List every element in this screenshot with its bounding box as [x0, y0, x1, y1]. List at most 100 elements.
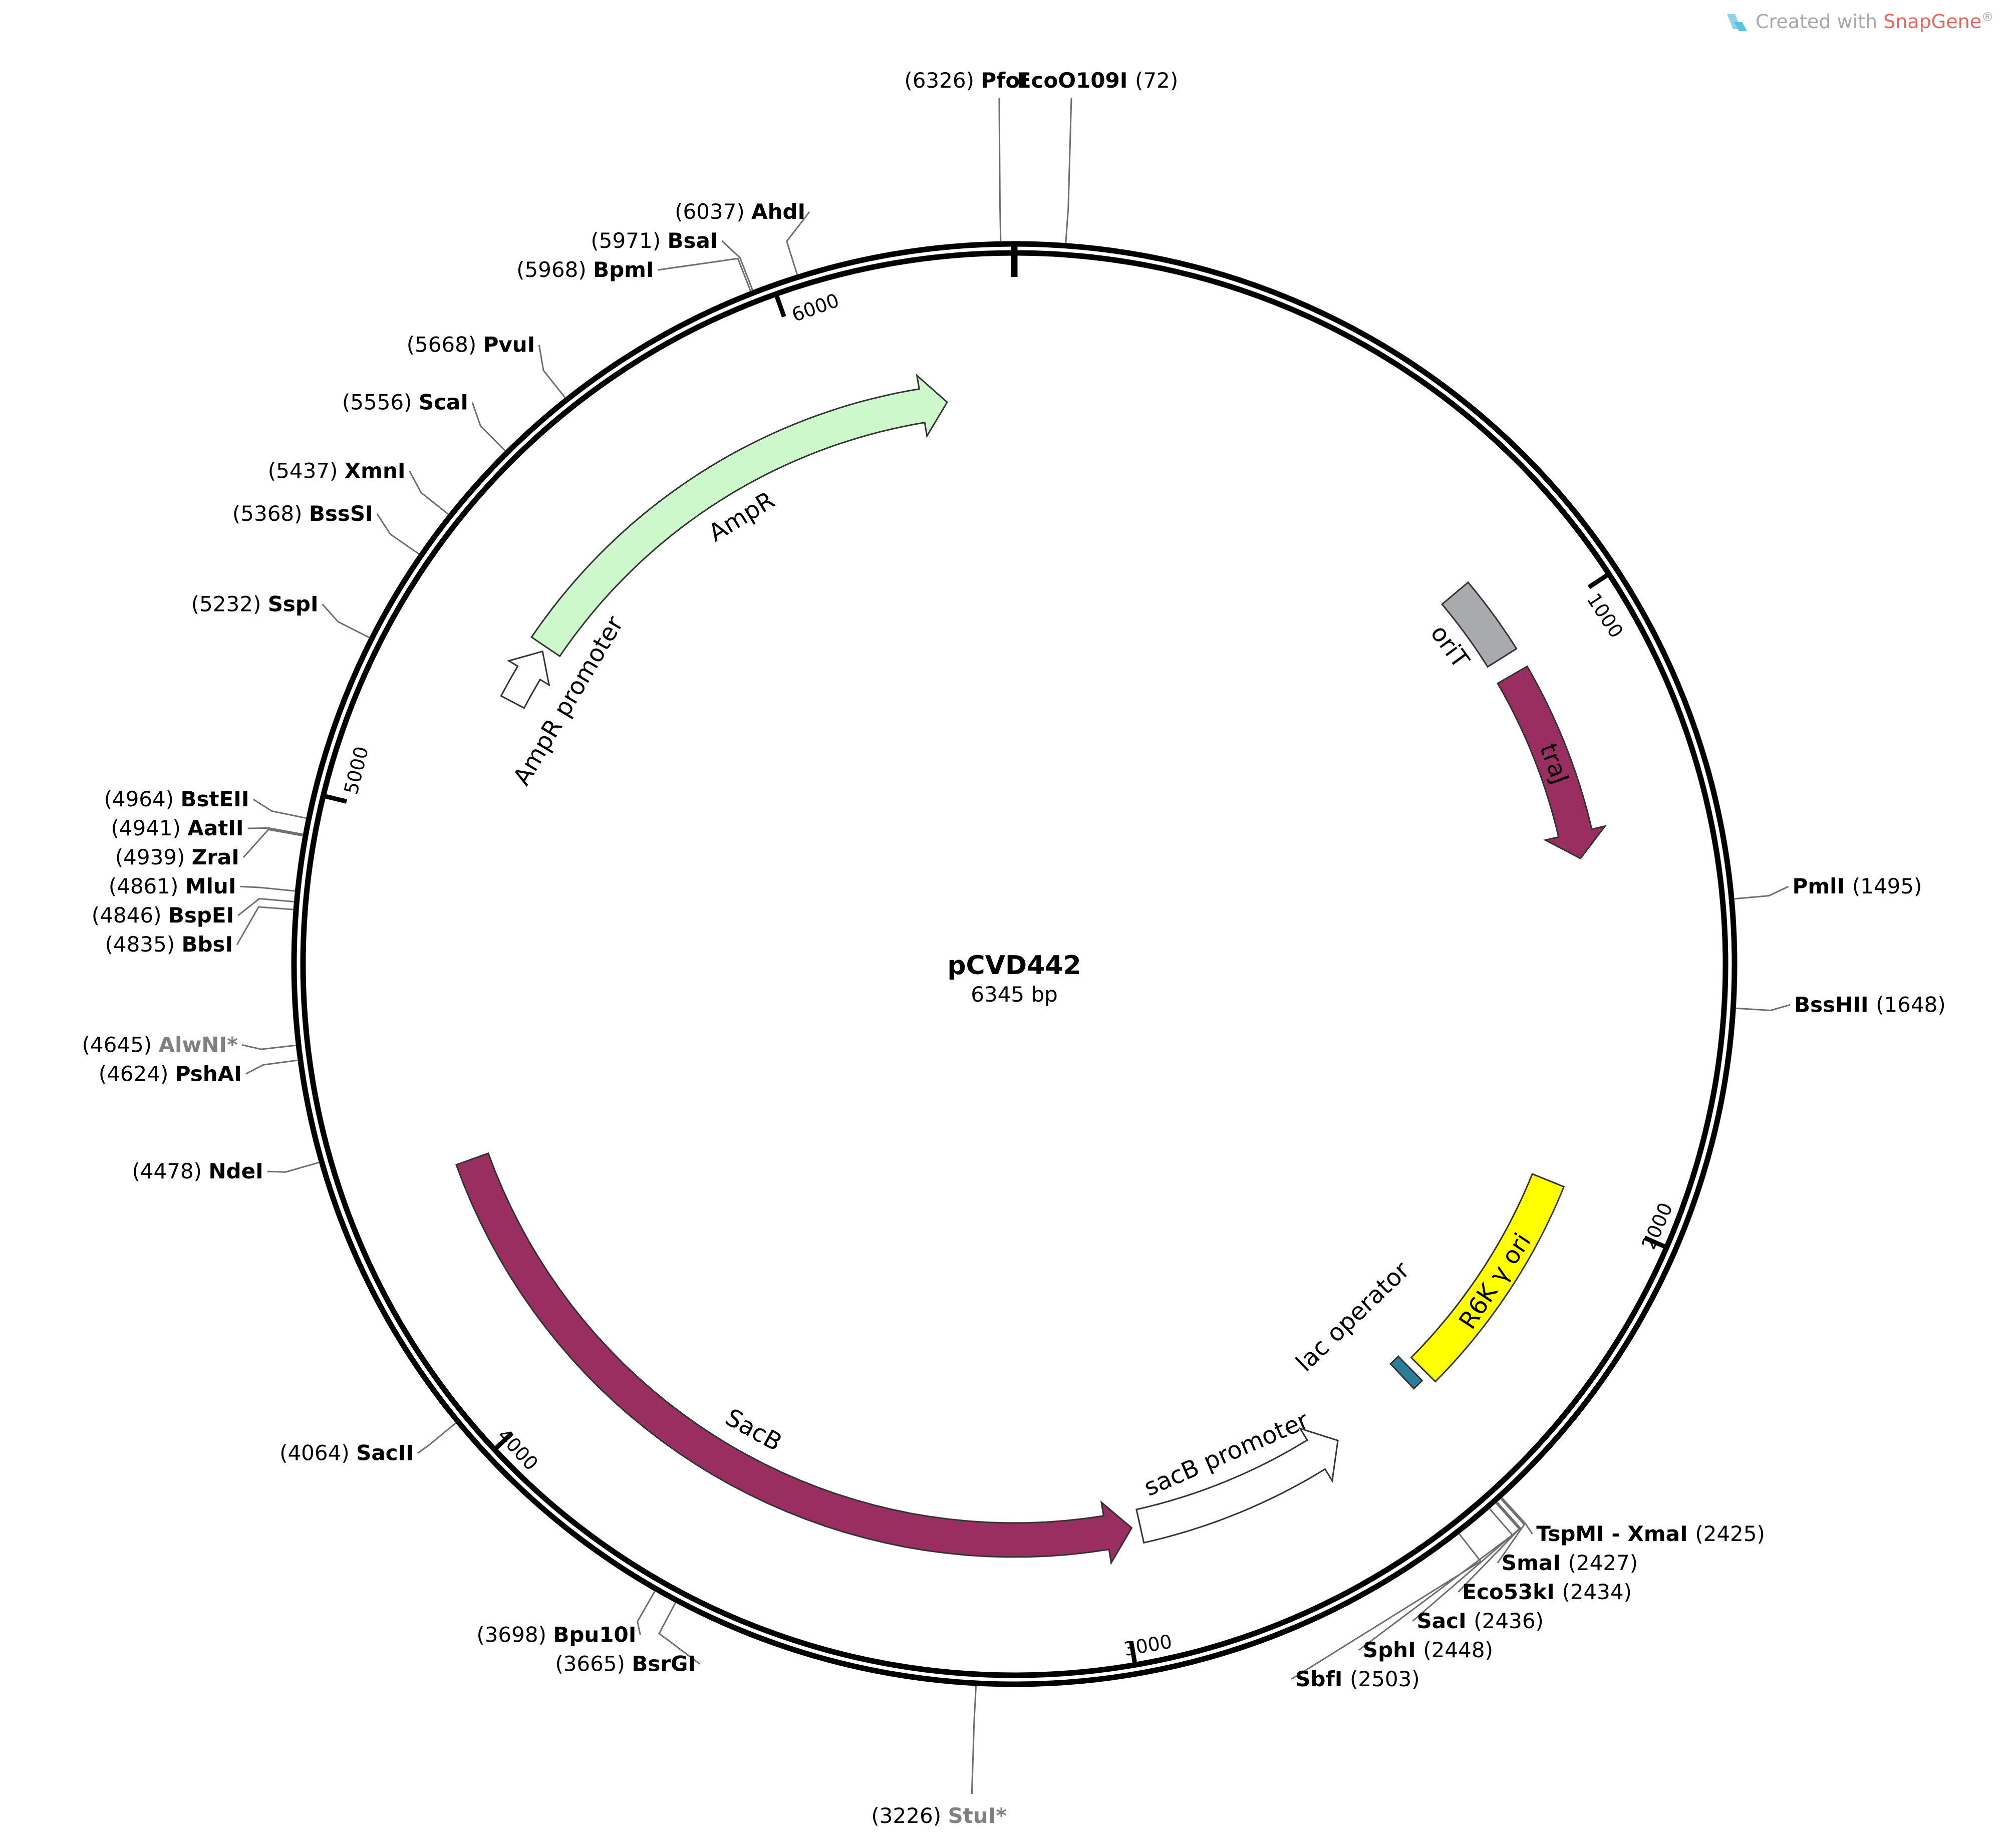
site-position: (5668)	[407, 333, 483, 357]
enzyme-name: BssSI	[309, 501, 373, 526]
enzyme-name: ScaI	[419, 390, 468, 414]
site-sspi: (5232) SspI	[191, 591, 370, 639]
site-position: (2434)	[1562, 1580, 1632, 1604]
site-label: (3665) BsrGI	[555, 1652, 696, 1676]
feature-r6k-ori: R6K γ ori	[1410, 1173, 1565, 1383]
site-leader-line	[658, 1602, 701, 1665]
enzyme-name: BstEII	[180, 787, 249, 811]
feature-traj: traJ	[1497, 665, 1607, 860]
tick-mark	[1128, 1641, 1137, 1663]
site-label: (5232) SspI	[191, 591, 319, 616]
site-aatii: (4941) AatII	[111, 816, 304, 840]
site-position: (4941)	[111, 816, 187, 840]
enzyme-name: BspEI	[168, 903, 234, 928]
site-label: (4964) BstEII	[104, 787, 249, 811]
feature-sacb-promoter: sacB promoter	[1135, 1406, 1339, 1544]
feature-orit: oriT	[1425, 581, 1518, 674]
site-label: (5368) BssSI	[232, 501, 373, 526]
site-pshai: (4624) PshAI	[99, 1059, 298, 1086]
enzyme-name: SmaI	[1502, 1551, 1568, 1575]
site-label: EcoO109I (72)	[1017, 68, 1178, 93]
feature-arrow-sacb	[455, 1152, 1133, 1565]
feature-arrow-orit	[1441, 581, 1518, 668]
site-position: (4939)	[115, 845, 192, 869]
site-position: (4645)	[82, 1032, 159, 1057]
site-leader-line	[376, 513, 420, 555]
site-leader-line	[241, 1044, 297, 1050]
site-label: (5968) BpmI	[516, 257, 654, 282]
tick-mark	[1643, 1236, 1665, 1249]
site-position: (2436)	[1474, 1609, 1544, 1633]
site-position: (5232)	[191, 591, 268, 616]
feature-label-r6k-ori: R6K γ ori	[1454, 1228, 1537, 1334]
enzyme-name: MluI	[185, 874, 236, 898]
site-position: (5368)	[232, 501, 309, 526]
plasmid-title-block: pCVD442 6345 bp	[947, 951, 1081, 1007]
site-position: (2503)	[1350, 1667, 1420, 1691]
enzyme-name: NdeI	[208, 1159, 263, 1183]
feature-sacb: SacB	[455, 1152, 1133, 1565]
site-xmni: (5437) XmnI	[268, 458, 449, 515]
enzyme-name: Eco53kI	[1462, 1580, 1562, 1604]
feature-lac-operator: lac operator	[1291, 1256, 1423, 1390]
enzyme-name: PshAI	[175, 1061, 242, 1086]
site-label: (4478) NdeI	[132, 1159, 263, 1183]
site-ahdi: (6037) AhdI	[675, 199, 810, 275]
tick-mark	[494, 1431, 514, 1450]
site-bsai: (5971) BsaI	[591, 228, 754, 291]
site-leader-line	[1458, 1501, 1522, 1593]
site-leader-line	[242, 828, 304, 858]
site-leader-line	[538, 345, 566, 399]
site-position: (2425)	[1695, 1521, 1765, 1546]
site-label: SmaI (2427)	[1502, 1551, 1638, 1575]
site-label: (4064) SacII	[279, 1441, 414, 1465]
tick-label: 2000	[1637, 1199, 1677, 1253]
site-bsteii: (4964) BstEII	[104, 787, 307, 819]
site-leader-line	[240, 885, 296, 892]
site-position: (72)	[1135, 68, 1178, 93]
backbone-ring	[291, 241, 1738, 1687]
site-position: (5556)	[342, 390, 419, 414]
site-sphi: SphI (2448)	[1358, 1508, 1514, 1662]
site-saci: SacI (2436)	[1412, 1502, 1544, 1633]
site-label: (5556) ScaI	[342, 390, 468, 414]
enzyme-name: EcoO109I	[1017, 68, 1135, 93]
site-position: (2448)	[1423, 1638, 1493, 1662]
site-stui: (3226) StuI*	[871, 1685, 1007, 1828]
site-leader-line	[658, 257, 752, 291]
site-leader-line	[1497, 1498, 1526, 1564]
enzyme-name: BsaI	[667, 228, 718, 253]
site-label: (4645) AlwNI*	[82, 1032, 238, 1057]
site-label: SacI (2436)	[1417, 1609, 1544, 1633]
feature-ampr: AmpR	[530, 373, 948, 658]
site-label: (6037) AhdI	[675, 199, 805, 224]
feature-arrow-sacb-promoter	[1135, 1427, 1339, 1544]
site-leader-line	[252, 798, 307, 819]
site-bpmi: (5968) BpmI	[516, 257, 752, 291]
site-label: SphI (2448)	[1363, 1638, 1493, 1662]
feature-arrow-ampr-promoter	[500, 650, 550, 709]
site-bbsi: (4835) BbsI	[105, 906, 294, 957]
enzyme-name: SspI	[268, 591, 319, 616]
site-leader-line	[637, 1591, 656, 1635]
site-label: Eco53kI (2434)	[1462, 1580, 1632, 1604]
site-pvui: (5668) PvuI	[407, 333, 566, 399]
site-sacii: (4064) SacII	[279, 1422, 457, 1465]
site-tspmi-xmai: TspMI - XmaI (2425)	[1501, 1497, 1765, 1546]
site-label: TspMI - XmaI (2425)	[1536, 1521, 1765, 1546]
site-ecoo109i: EcoO109I (72)	[1017, 68, 1178, 243]
site-bsshii: BssHII (1648)	[1736, 992, 1946, 1017]
site-bpu10i: (3698) Bpu10I	[476, 1591, 656, 1647]
enzyme-name: AhdI	[751, 199, 805, 224]
site-leader-line	[236, 906, 294, 945]
watermark-text: Created with SnapGene®	[1756, 10, 1993, 33]
site-leader-line	[1358, 1508, 1514, 1651]
site-position: (1648)	[1876, 992, 1946, 1017]
site-label: (5437) XmnI	[268, 458, 406, 483]
site-position: (6326)	[904, 68, 981, 93]
site-smai: SmaI (2427)	[1497, 1498, 1638, 1575]
site-position: (2427)	[1568, 1551, 1638, 1575]
feature-arrow-traj	[1497, 665, 1607, 860]
enzyme-name: PfoI	[981, 68, 1028, 93]
